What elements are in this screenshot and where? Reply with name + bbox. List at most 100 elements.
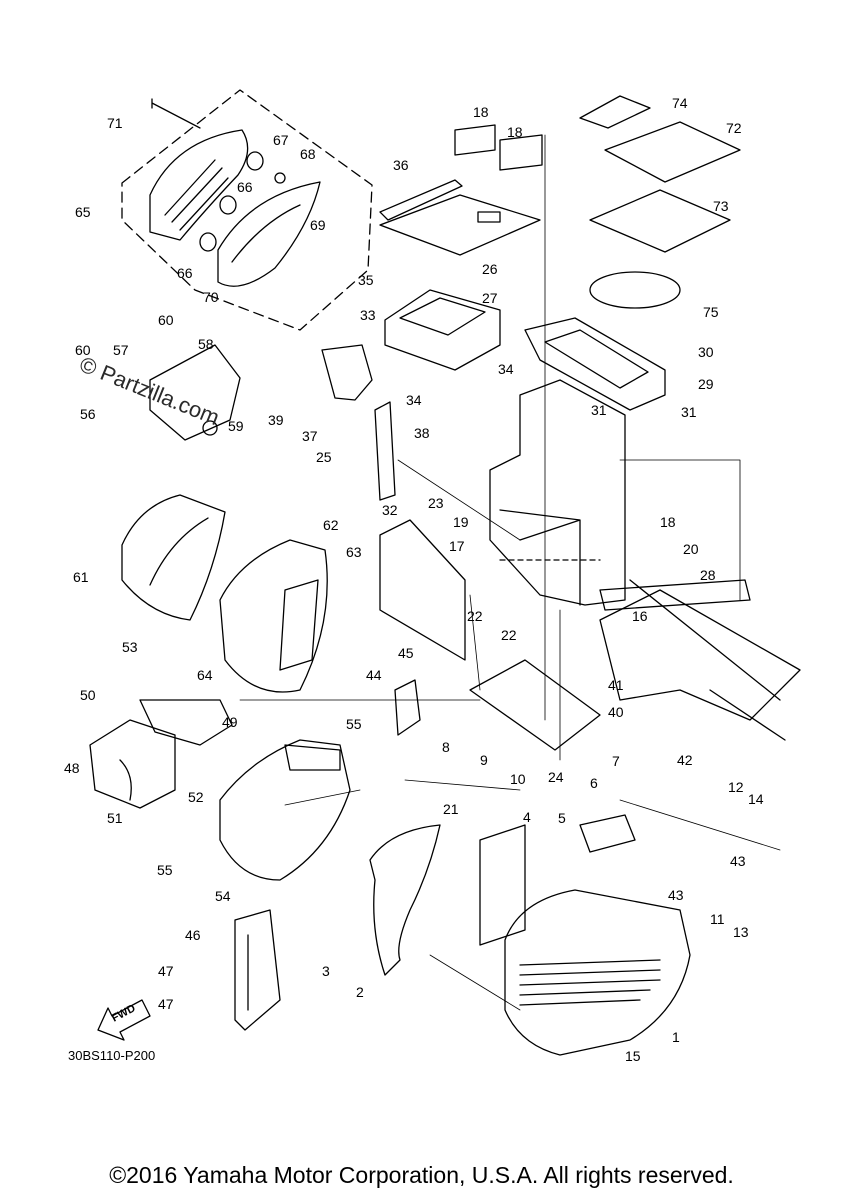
callout-6: 6 xyxy=(590,775,598,791)
callout-31-a: 31 xyxy=(591,402,607,418)
callout-26: 26 xyxy=(482,261,498,277)
callout-53: 53 xyxy=(122,639,138,655)
pad-18-a xyxy=(454,124,496,156)
callout-48: 48 xyxy=(64,760,80,776)
callout-19: 19 xyxy=(453,514,469,530)
callout-59: 59 xyxy=(228,418,244,434)
leader-lines xyxy=(239,134,781,1011)
callout-18-b: 18 xyxy=(507,124,523,140)
callout-46: 46 xyxy=(185,927,201,943)
callout-69: 69 xyxy=(310,217,326,233)
panel-35 xyxy=(379,194,541,256)
side-cover-54 xyxy=(219,739,351,881)
callout-5: 5 xyxy=(558,810,566,826)
copyright-notice: ©2016 Yamaha Motor Corporation, U.S.A. A… xyxy=(109,1162,734,1188)
callout-33: 33 xyxy=(360,307,376,323)
callout-34-a: 34 xyxy=(406,392,422,408)
callout-60-b: 60 xyxy=(75,342,91,358)
callout-51: 51 xyxy=(107,810,123,826)
callout-44: 44 xyxy=(366,667,382,683)
callout-17: 17 xyxy=(449,538,465,554)
plate-4 xyxy=(479,824,526,946)
callout-43-a: 43 xyxy=(730,853,746,869)
callout-18-c: 18 xyxy=(660,514,676,530)
bracket-part-65 xyxy=(149,129,249,241)
callout-12: 12 xyxy=(728,779,744,795)
callout-70: 70 xyxy=(203,289,219,305)
callout-47-b: 47 xyxy=(158,996,174,1012)
callout-16: 16 xyxy=(632,608,648,624)
bracket-48-52 xyxy=(89,719,176,809)
callout-4: 4 xyxy=(523,809,531,825)
callout-29: 29 xyxy=(698,376,714,392)
diagram-code: 30BS110-P200 xyxy=(68,1048,156,1063)
battery-box-29-30 xyxy=(524,317,666,411)
callout-45: 45 xyxy=(398,645,414,661)
callout-1: 1 xyxy=(672,1029,680,1045)
mat-24 xyxy=(469,659,601,751)
bar-25 xyxy=(374,401,396,501)
callout-63: 63 xyxy=(346,544,362,560)
bracket-44 xyxy=(394,679,421,736)
callout-61: 61 xyxy=(73,569,89,585)
callout-37: 37 xyxy=(302,428,318,444)
callout-66-a: 66 xyxy=(237,179,253,195)
callout-52: 52 xyxy=(188,789,204,805)
callout-73: 73 xyxy=(713,198,729,214)
side-rail-2 xyxy=(369,824,441,976)
callout-66-b: 66 xyxy=(177,265,193,281)
callout-23: 23 xyxy=(428,495,444,511)
callout-47-a: 47 xyxy=(158,963,174,979)
parts-diagram: 1 2 3 4 5 6 7 8 9 10 11 12 13 14 15 16 1… xyxy=(64,89,801,1064)
bracket-37 xyxy=(321,344,373,401)
callout-62: 62 xyxy=(323,517,339,533)
tray-33 xyxy=(384,289,501,371)
callout-38: 38 xyxy=(414,425,430,441)
grommet-66-lower xyxy=(199,232,217,252)
callout-28: 28 xyxy=(700,567,716,583)
callout-34-b: 34 xyxy=(498,361,514,377)
callout-43-b: 43 xyxy=(668,887,684,903)
side-cover-62 xyxy=(219,539,328,693)
callout-55-a: 55 xyxy=(346,716,362,732)
bracket-56-59 xyxy=(149,344,241,441)
callout-18-a: 18 xyxy=(473,104,489,120)
callout-20: 20 xyxy=(683,541,699,557)
collar-68 xyxy=(274,172,286,184)
callout-31-b: 31 xyxy=(681,404,697,420)
callout-9: 9 xyxy=(480,752,488,768)
sheet-73 xyxy=(589,189,731,253)
callout-35: 35 xyxy=(358,272,374,288)
grommet-66-upper xyxy=(219,195,237,215)
callout-2: 2 xyxy=(356,984,364,1000)
callout-36: 36 xyxy=(393,157,409,173)
callout-75: 75 xyxy=(703,304,719,320)
sheet-72 xyxy=(604,121,741,183)
callout-22-b: 22 xyxy=(501,627,517,643)
callout-10: 10 xyxy=(510,771,526,787)
callout-71: 71 xyxy=(107,115,123,131)
callout-42: 42 xyxy=(677,752,693,768)
panel-32 xyxy=(379,519,466,661)
callout-50: 50 xyxy=(80,687,96,703)
callout-14: 14 xyxy=(748,791,764,807)
callout-54: 54 xyxy=(215,888,231,904)
callout-3: 3 xyxy=(322,963,330,979)
callout-60-a: 60 xyxy=(158,312,174,328)
callout-65: 65 xyxy=(75,204,91,220)
callout-27: 27 xyxy=(482,290,498,306)
cover-part-69 xyxy=(217,181,321,287)
fwd-label: FWD xyxy=(110,1002,138,1024)
callout-56: 56 xyxy=(80,406,96,422)
bolt-71 xyxy=(151,98,201,129)
callout-39: 39 xyxy=(268,412,284,428)
cable-75 xyxy=(589,271,681,309)
callout-22-a: 22 xyxy=(467,608,483,624)
clip-74 xyxy=(579,95,651,129)
callout-15: 15 xyxy=(625,1048,641,1064)
callout-11: 11 xyxy=(710,911,725,927)
callout-55-b: 55 xyxy=(157,862,173,878)
callout-41: 41 xyxy=(608,677,624,693)
frame-28 xyxy=(599,589,801,721)
pad-18-b xyxy=(499,134,543,171)
